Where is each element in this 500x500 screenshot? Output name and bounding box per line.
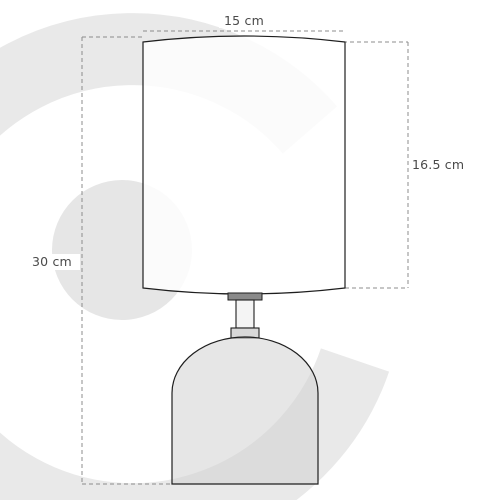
shade-height-label: 16.5 cm (412, 157, 464, 172)
watermark-arc (0, 13, 390, 500)
lamp-base (171, 336, 319, 485)
total-height-label: 30 cm (32, 254, 72, 269)
shade-height-label-bg (409, 157, 469, 173)
lamp (142, 35, 346, 485)
width-label: 15 cm (224, 13, 264, 28)
dimension-labels: 15 cm 16.5 cm 30 cm (30, 13, 469, 270)
total-height-label-bg (30, 254, 80, 270)
lamp-neck (235, 299, 255, 329)
dimension-lines (81, 30, 409, 485)
lamp-fitting (227, 292, 263, 301)
width-label-bg (219, 13, 269, 28)
lamp-shade (142, 35, 346, 295)
